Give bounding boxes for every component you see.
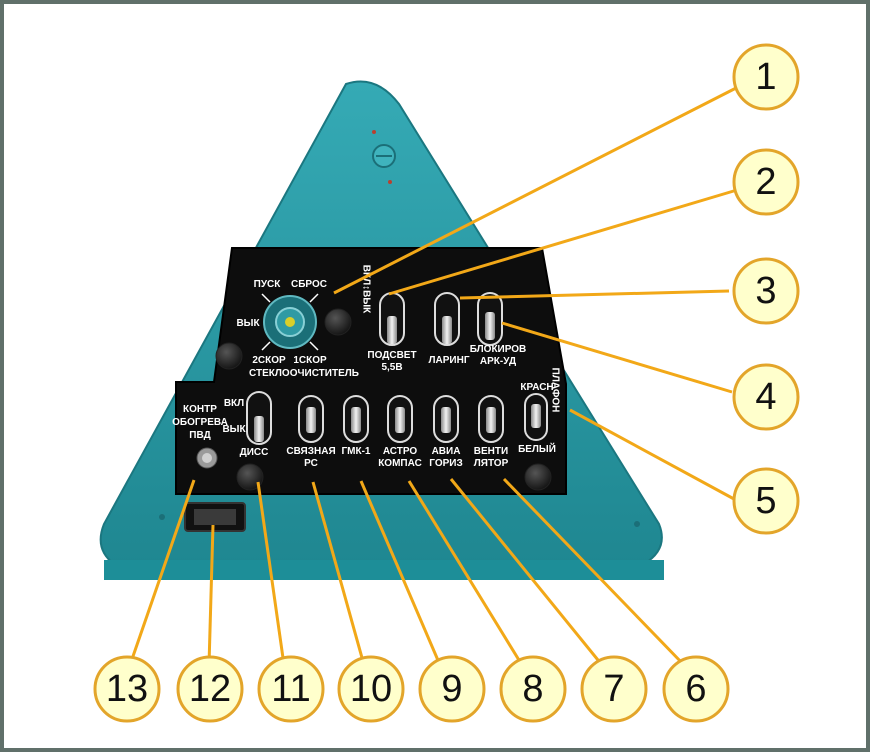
callout-6: 6 — [662, 655, 730, 723]
callout-4: 4 — [732, 363, 800, 431]
label-gmk: ГМК-1 — [342, 446, 371, 457]
svg-text:8: 8 — [522, 668, 543, 710]
toggle-diss[interactable] — [246, 391, 272, 445]
toggle-svyaz[interactable] — [298, 395, 324, 443]
callout-8: 8 — [499, 655, 567, 723]
label-pusk: ПУСК — [254, 279, 282, 290]
callout-11: 11 — [257, 655, 325, 723]
callout-1: 1 — [732, 43, 800, 111]
svg-text:2: 2 — [755, 161, 776, 203]
panel-diagram: ПУСК СБРОС ВЫК 2СКОР 1СКОР СТЕКЛООЧИСТИТ… — [93, 43, 800, 723]
label-podsvet: ПОДСВЕТ — [367, 350, 416, 361]
svg-text:12: 12 — [189, 668, 231, 710]
toggle-laring[interactable] — [434, 292, 460, 346]
label-astro: АСТРО — [383, 446, 418, 457]
callout-5: 5 — [732, 467, 800, 535]
svg-text:5: 5 — [755, 480, 776, 522]
callout-13: 13 — [93, 655, 161, 723]
wiper-knob[interactable] — [215, 342, 243, 370]
svg-text:1: 1 — [755, 56, 776, 98]
toggle-venti[interactable] — [478, 395, 504, 443]
label-vkl-vyk: ВКЛ↕ВЫК — [361, 265, 372, 314]
diss-knob[interactable] — [236, 463, 264, 491]
label-sbros: СБРОС — [291, 279, 327, 290]
label-kontr: КОНТР — [183, 404, 217, 415]
label-blokirov: БЛОКИРОВ — [470, 344, 527, 355]
svg-text:7: 7 — [603, 668, 624, 710]
label-svyaznaya: СВЯЗНАЯ — [286, 446, 335, 457]
callout-2: 2 — [732, 148, 800, 216]
label-goriz: ГОРИЗ — [429, 458, 462, 469]
label-2skor: 2СКОР — [252, 355, 286, 366]
svg-text:13: 13 — [106, 668, 148, 710]
label-steklo: СТЕКЛООЧИСТИТЕЛЬ — [249, 368, 359, 379]
toggle-podsvet[interactable] — [379, 292, 405, 346]
label-vyk: ВЫК — [236, 318, 260, 329]
callout-3: 3 — [732, 257, 800, 325]
svg-text:6: 6 — [685, 668, 706, 710]
callout-10: 10 — [337, 655, 405, 723]
label-kompas: КОМПАС — [378, 458, 422, 469]
rheostat-knob[interactable] — [324, 308, 352, 336]
label-blokirov-ark: АРК-УД — [480, 356, 516, 367]
label-pvd: ПВД — [189, 430, 210, 441]
callout-12: 12 — [176, 655, 244, 723]
label-vkl: ВКЛ — [224, 398, 244, 409]
label-venti: ВЕНТИ — [474, 446, 508, 457]
toggle-avia[interactable] — [433, 395, 459, 443]
svg-text:10: 10 — [350, 668, 392, 710]
svg-text:3: 3 — [755, 270, 776, 312]
wiper-selector[interactable] — [261, 293, 319, 351]
svg-text:4: 4 — [755, 376, 776, 418]
label-rs: РС — [304, 458, 318, 469]
plafon-knob[interactable] — [524, 463, 552, 491]
label-podsvet-volt: 5,5В — [381, 362, 402, 373]
label-avia: АВИА — [432, 446, 461, 457]
toggle-blokirov[interactable] — [477, 292, 503, 346]
leader-lines — [128, 84, 741, 667]
toggle-plafon[interactable] — [524, 393, 548, 441]
toggle-astro[interactable] — [387, 395, 413, 443]
toggle-gmk[interactable] — [343, 395, 369, 443]
label-lyator: ЛЯТОР — [474, 458, 509, 469]
svg-text:11: 11 — [271, 668, 310, 710]
label-belyi: БЕЛЫЙ — [518, 442, 556, 455]
label-laring: ЛАРИНГ — [429, 355, 470, 366]
label-vyk-left: ВЫК — [222, 424, 246, 435]
fuse-holder[interactable] — [184, 502, 246, 532]
label-plafon: ПЛАФОН — [550, 368, 561, 413]
callout-9: 9 — [418, 655, 486, 723]
svg-text:9: 9 — [441, 668, 462, 710]
wiper-indicator-icon — [285, 317, 295, 327]
label-krasn: КРАСН — [520, 382, 553, 393]
label-diss: ДИСС — [240, 447, 269, 458]
callout-7: 7 — [580, 655, 648, 723]
label-obogreva: ОБОГРЕВА — [172, 417, 228, 428]
label-1skor: 1СКОР — [293, 355, 327, 366]
